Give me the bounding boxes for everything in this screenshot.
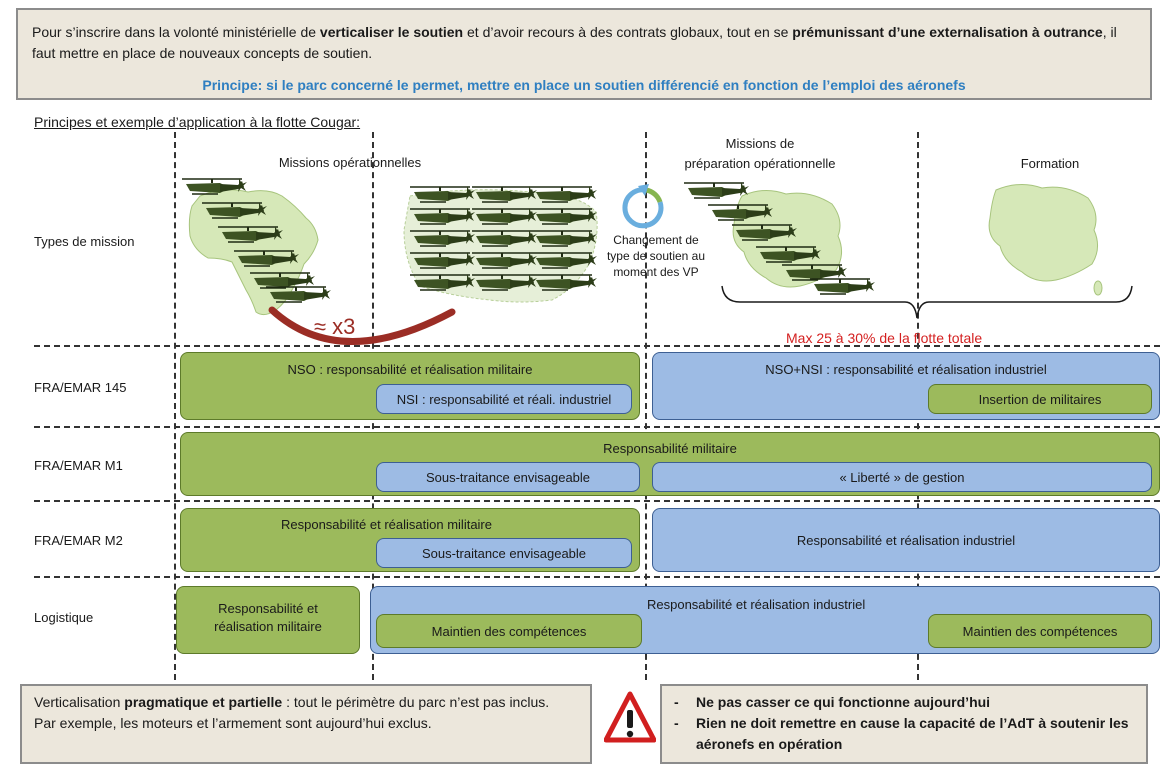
emar-m1-freedom-box: « Liberté » de gestion <box>652 462 1152 492</box>
emar145-insertion-box: Insertion de militaires <box>928 384 1152 414</box>
row-label-emar-145: FRA/EMAR 145 <box>34 380 127 395</box>
intro-bold-part: verticaliser le soutien <box>319 24 464 40</box>
brace <box>721 285 1133 319</box>
multiplier-arc <box>268 306 456 345</box>
column-header-preparation-line2: préparation opérationnelle <box>684 156 836 171</box>
row-divider <box>34 345 1160 347</box>
emar-m2-industrial-box: Responsabilité et réalisation industriel <box>652 508 1160 572</box>
intro-text-part: , il faut mettre en place de nouveaux co… <box>32 24 1117 61</box>
bottom-right-list: - Ne pas casser ce qui fonctionne aujourd… <box>674 692 1140 755</box>
intro-text-part: et d’avoir recours à des contrats globau… <box>463 24 793 40</box>
support-change-line: moment des VP <box>613 265 699 279</box>
support-change-line: type de soutien au <box>606 249 706 263</box>
row-divider <box>34 500 1160 502</box>
bottom-left-part: Verticalisation <box>34 694 125 710</box>
support-change-line: Changement de <box>613 233 699 247</box>
intro-bold-part: prémunissant d’une externalisation à out… <box>792 24 1103 40</box>
intro-text: Pour s’inscrire dans la volonté ministér… <box>32 22 1136 64</box>
logistics-military-line: Responsabilité et <box>218 601 318 616</box>
emar145-military-label: NSO : responsabilité et réalisation mili… <box>287 362 533 377</box>
list-bullet: - <box>674 715 679 731</box>
bottom-left-bold: pragmatique et partielle <box>124 694 283 710</box>
bottom-left-part: Par exemple, les moteurs et l’armement s… <box>34 715 432 731</box>
row-label-emar-m2: FRA/EMAR M2 <box>34 533 123 548</box>
support-change-note: Changement de type de soutien au moment … <box>598 232 714 280</box>
list-item: - Rien ne doit remettre en cause la capac… <box>674 713 1140 755</box>
bottom-left-text: Verticalisation pragmatique et partielle… <box>34 692 574 734</box>
column-header-preparation-line1: Missions de <box>725 136 795 151</box>
max-fleet-note: Max 25 à 30% de la flotte totale <box>786 330 983 346</box>
logistics-military-line: réalisation militaire <box>214 619 322 634</box>
list-bullet: - <box>674 694 679 710</box>
logistics-skills-box: Maintien des compétences <box>376 614 642 648</box>
cycle-arrow-icon <box>622 184 664 229</box>
logistics-skills-box: Maintien des compétences <box>928 614 1152 648</box>
emar-m2-military-label: Responsabilité et réalisation militaire <box>281 517 492 532</box>
row-label-emar-m1: FRA/EMAR M1 <box>34 458 123 473</box>
emar145-nsi-box: NSI : responsabilité et réali. industrie… <box>376 384 632 414</box>
list-item-text: Rien ne doit remettre en cause la capaci… <box>696 715 1129 752</box>
emar-m1-military-label: Responsabilité militaire <box>603 441 737 456</box>
logistics-industrial-label: Responsabilité et réalisation industriel <box>647 597 866 612</box>
bottom-left-note: Verticalisation pragmatique et partielle… <box>20 684 592 764</box>
logistics-military-box: Responsabilité et réalisation militaire <box>176 586 360 654</box>
emar-m1-subcontract-box: Sous-traitance envisageable <box>376 462 640 492</box>
intro-text-part: Pour s’inscrire dans la volonté ministér… <box>32 24 320 40</box>
column-header-formation: Formation <box>1020 156 1080 171</box>
list-item: - Ne pas casser ce qui fonctionne aujourd… <box>674 692 1140 713</box>
emar-m2-subcontract-box: Sous-traitance envisageable <box>376 538 632 568</box>
list-item-text: Ne pas casser ce qui fonctionne aujourd’… <box>696 694 991 710</box>
column-divider <box>174 132 176 680</box>
multiplier-label: ≈ x3 <box>314 314 356 339</box>
row-divider <box>34 426 1160 428</box>
column-divider <box>645 132 647 680</box>
intro-box: Pour s’inscrire dans la volonté ministér… <box>16 8 1152 100</box>
bottom-left-part: : tout le périmètre du parc n’est pas in… <box>282 694 550 710</box>
row-label-mission-types: Types de mission <box>34 234 135 249</box>
warning-icon <box>604 691 656 743</box>
section-subtitle: Principes et exemple d’application à la … <box>34 114 361 130</box>
principe-text: Principe: si le parc concerné le permet,… <box>202 77 966 93</box>
france-map-formation <box>988 184 1098 282</box>
row-label-logistique: Logistique <box>34 610 94 625</box>
bottom-right-note: - Ne pas casser ce qui fonctionne aujourd… <box>660 684 1148 764</box>
row-divider <box>34 576 1160 578</box>
column-header-operational: Missions opérationnelles <box>278 155 422 170</box>
emar145-industrial-label: NSO+NSI : responsabilité et réalisation … <box>765 362 1047 377</box>
